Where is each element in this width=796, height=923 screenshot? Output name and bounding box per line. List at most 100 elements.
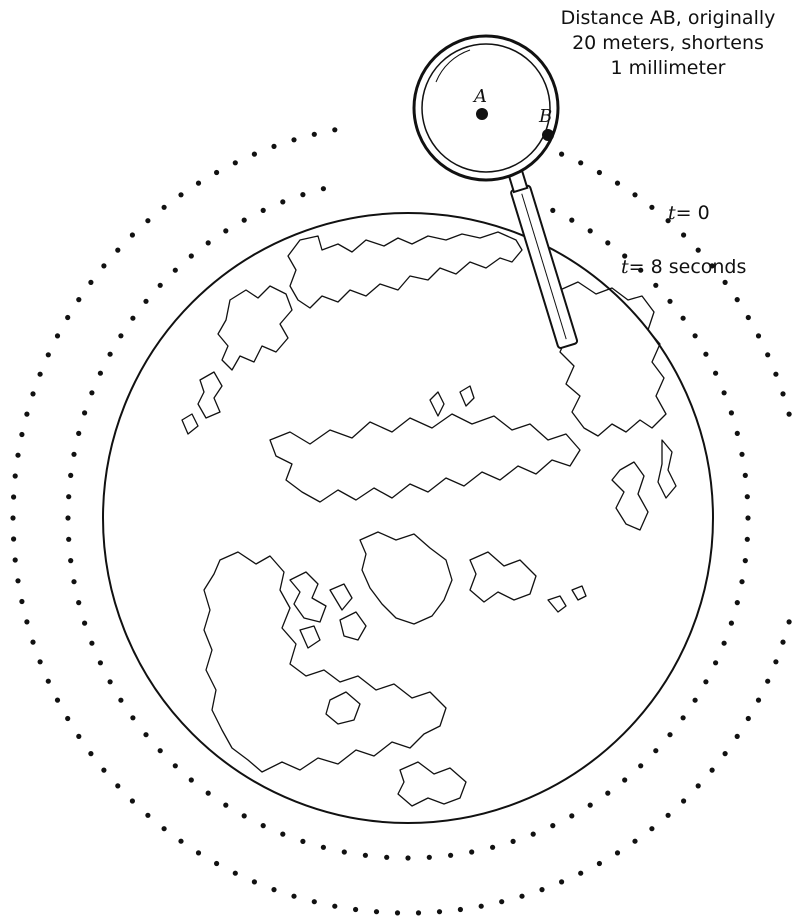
orbit-outer-dot <box>232 160 238 166</box>
orbit-outer-dot <box>765 678 771 684</box>
orbit-inner-dot <box>68 558 74 564</box>
orbit-outer-dot <box>373 909 380 915</box>
orbit-outer-dot <box>10 515 16 521</box>
orbit-inner-dot <box>76 430 82 436</box>
orbit-inner-dot <box>587 228 593 234</box>
central-america-outline <box>397 761 467 807</box>
orbit-outer-dotted-ring <box>10 127 792 916</box>
canadian-archipelago-outline <box>289 571 367 649</box>
orbit-inner-dot <box>426 854 432 860</box>
japan-outline <box>657 439 677 499</box>
orbit-outer-dot <box>436 909 443 915</box>
orbit-outer-dot <box>559 151 565 157</box>
orbit-inner-dot <box>130 715 136 721</box>
orbit-inner-dot <box>667 298 673 304</box>
orbit-outer-dot <box>24 411 30 417</box>
orbit-outer-dot <box>76 733 82 740</box>
orbit-outer-dot <box>519 893 525 899</box>
orbit-inner-dot <box>703 679 709 685</box>
orbit-outer-dot <box>88 279 94 285</box>
orbit-inner-dot <box>89 390 95 396</box>
orbit-outer-dot <box>665 218 671 224</box>
orbit-inner-dot <box>569 217 575 223</box>
orbit-inner-dot <box>510 838 516 845</box>
orbit-inner-dot <box>68 472 74 478</box>
orbit-outer-dot <box>24 619 30 625</box>
orbit-inner-dot <box>205 790 211 796</box>
orbit-outer-dot <box>88 751 94 757</box>
orbit-outer-dot <box>596 169 603 176</box>
orbit-inner-dot <box>713 370 719 376</box>
orbit-inner-dot <box>188 253 194 259</box>
orbit-inner-dot <box>223 802 229 808</box>
orbit-outer-dot <box>332 127 338 133</box>
orbit-inner-dot <box>739 579 745 585</box>
orbit-outer-dot <box>745 715 751 722</box>
orbit-outer-dot <box>19 598 25 605</box>
orbit-inner-dot <box>362 852 368 858</box>
time-value: = 0 <box>675 202 710 224</box>
magnifier-rim-inner <box>421 43 551 173</box>
orbit-outer-dot <box>649 826 655 832</box>
orbit-outer-dot <box>178 192 184 198</box>
orbit-outer-dot <box>12 557 18 563</box>
orbit-outer-dot <box>145 812 151 818</box>
time-value: = 8 seconds <box>628 256 747 278</box>
orbit-outer-dot <box>765 352 771 358</box>
orbit-outer-dot <box>65 715 71 722</box>
point-a-dot <box>476 108 488 120</box>
orbit-inner-dot <box>89 640 95 646</box>
orbit-inner-dot <box>734 430 740 436</box>
orbit-inner-dot <box>97 370 103 376</box>
orbit-outer-dot <box>786 619 792 625</box>
orbit-inner-dot <box>241 813 247 819</box>
orbit-outer-dot <box>649 204 655 210</box>
continent-outlines <box>181 231 677 807</box>
orbit-outer-dot <box>311 899 317 905</box>
orbit-inner-dot <box>739 451 745 457</box>
magnifier-handle-highlight <box>521 193 567 340</box>
orbit-inner-dot <box>280 199 286 205</box>
orbit-inner-dot <box>188 777 194 783</box>
orbit-outer-dot <box>45 678 51 684</box>
orbit-outer-dot <box>786 411 792 417</box>
orbit-inner-dot <box>569 813 575 819</box>
orbit-outer-dot <box>271 887 277 893</box>
orbit-inner-dot <box>605 790 611 796</box>
orbit-outer-dot <box>54 333 61 339</box>
orbit-inner-dot <box>605 240 611 246</box>
orbit-inner-dot <box>341 849 347 855</box>
orbit-outer-dot <box>734 297 740 303</box>
orbit-outer-dot <box>145 218 151 224</box>
orbit-outer-dot <box>65 314 71 321</box>
orbit-outer-dot <box>499 899 505 905</box>
orbit-outer-dot <box>681 232 687 238</box>
orbit-inner-dot <box>130 315 136 321</box>
orbit-inner-dot <box>82 410 88 416</box>
orbit-inner-dot <box>692 697 698 703</box>
orbit-inner-dot <box>745 515 751 521</box>
europe-outline <box>287 231 523 309</box>
magnifying-glass-icon <box>412 34 579 349</box>
orbit-outer-dot <box>755 697 762 703</box>
orbit-outer-dot <box>614 850 621 856</box>
orbit-outer-dot <box>101 767 107 773</box>
orbit-inner-dot <box>223 228 229 234</box>
orbit-inner-dot <box>97 660 103 666</box>
orbit-outer-dot <box>195 850 202 856</box>
scandinavia-outline <box>217 285 293 371</box>
orbit-outer-dot <box>195 180 202 186</box>
orbit-inner-dot <box>703 351 709 357</box>
greenland-outline <box>359 531 453 625</box>
orbit-inner-dot <box>692 333 698 339</box>
orbit-outer-dot <box>773 371 779 377</box>
orbit-outer-dot <box>457 906 463 913</box>
orbit-inner-dot <box>66 494 72 500</box>
orbit-inner-dot <box>638 763 644 769</box>
orbit-outer-dot <box>19 431 25 438</box>
orbit-inner-dot <box>744 494 750 500</box>
orbit-inner-dot <box>76 600 82 606</box>
orbit-outer-dot <box>578 160 584 166</box>
orbit-inner-dot <box>653 282 659 288</box>
orbit-outer-dot <box>709 767 715 773</box>
